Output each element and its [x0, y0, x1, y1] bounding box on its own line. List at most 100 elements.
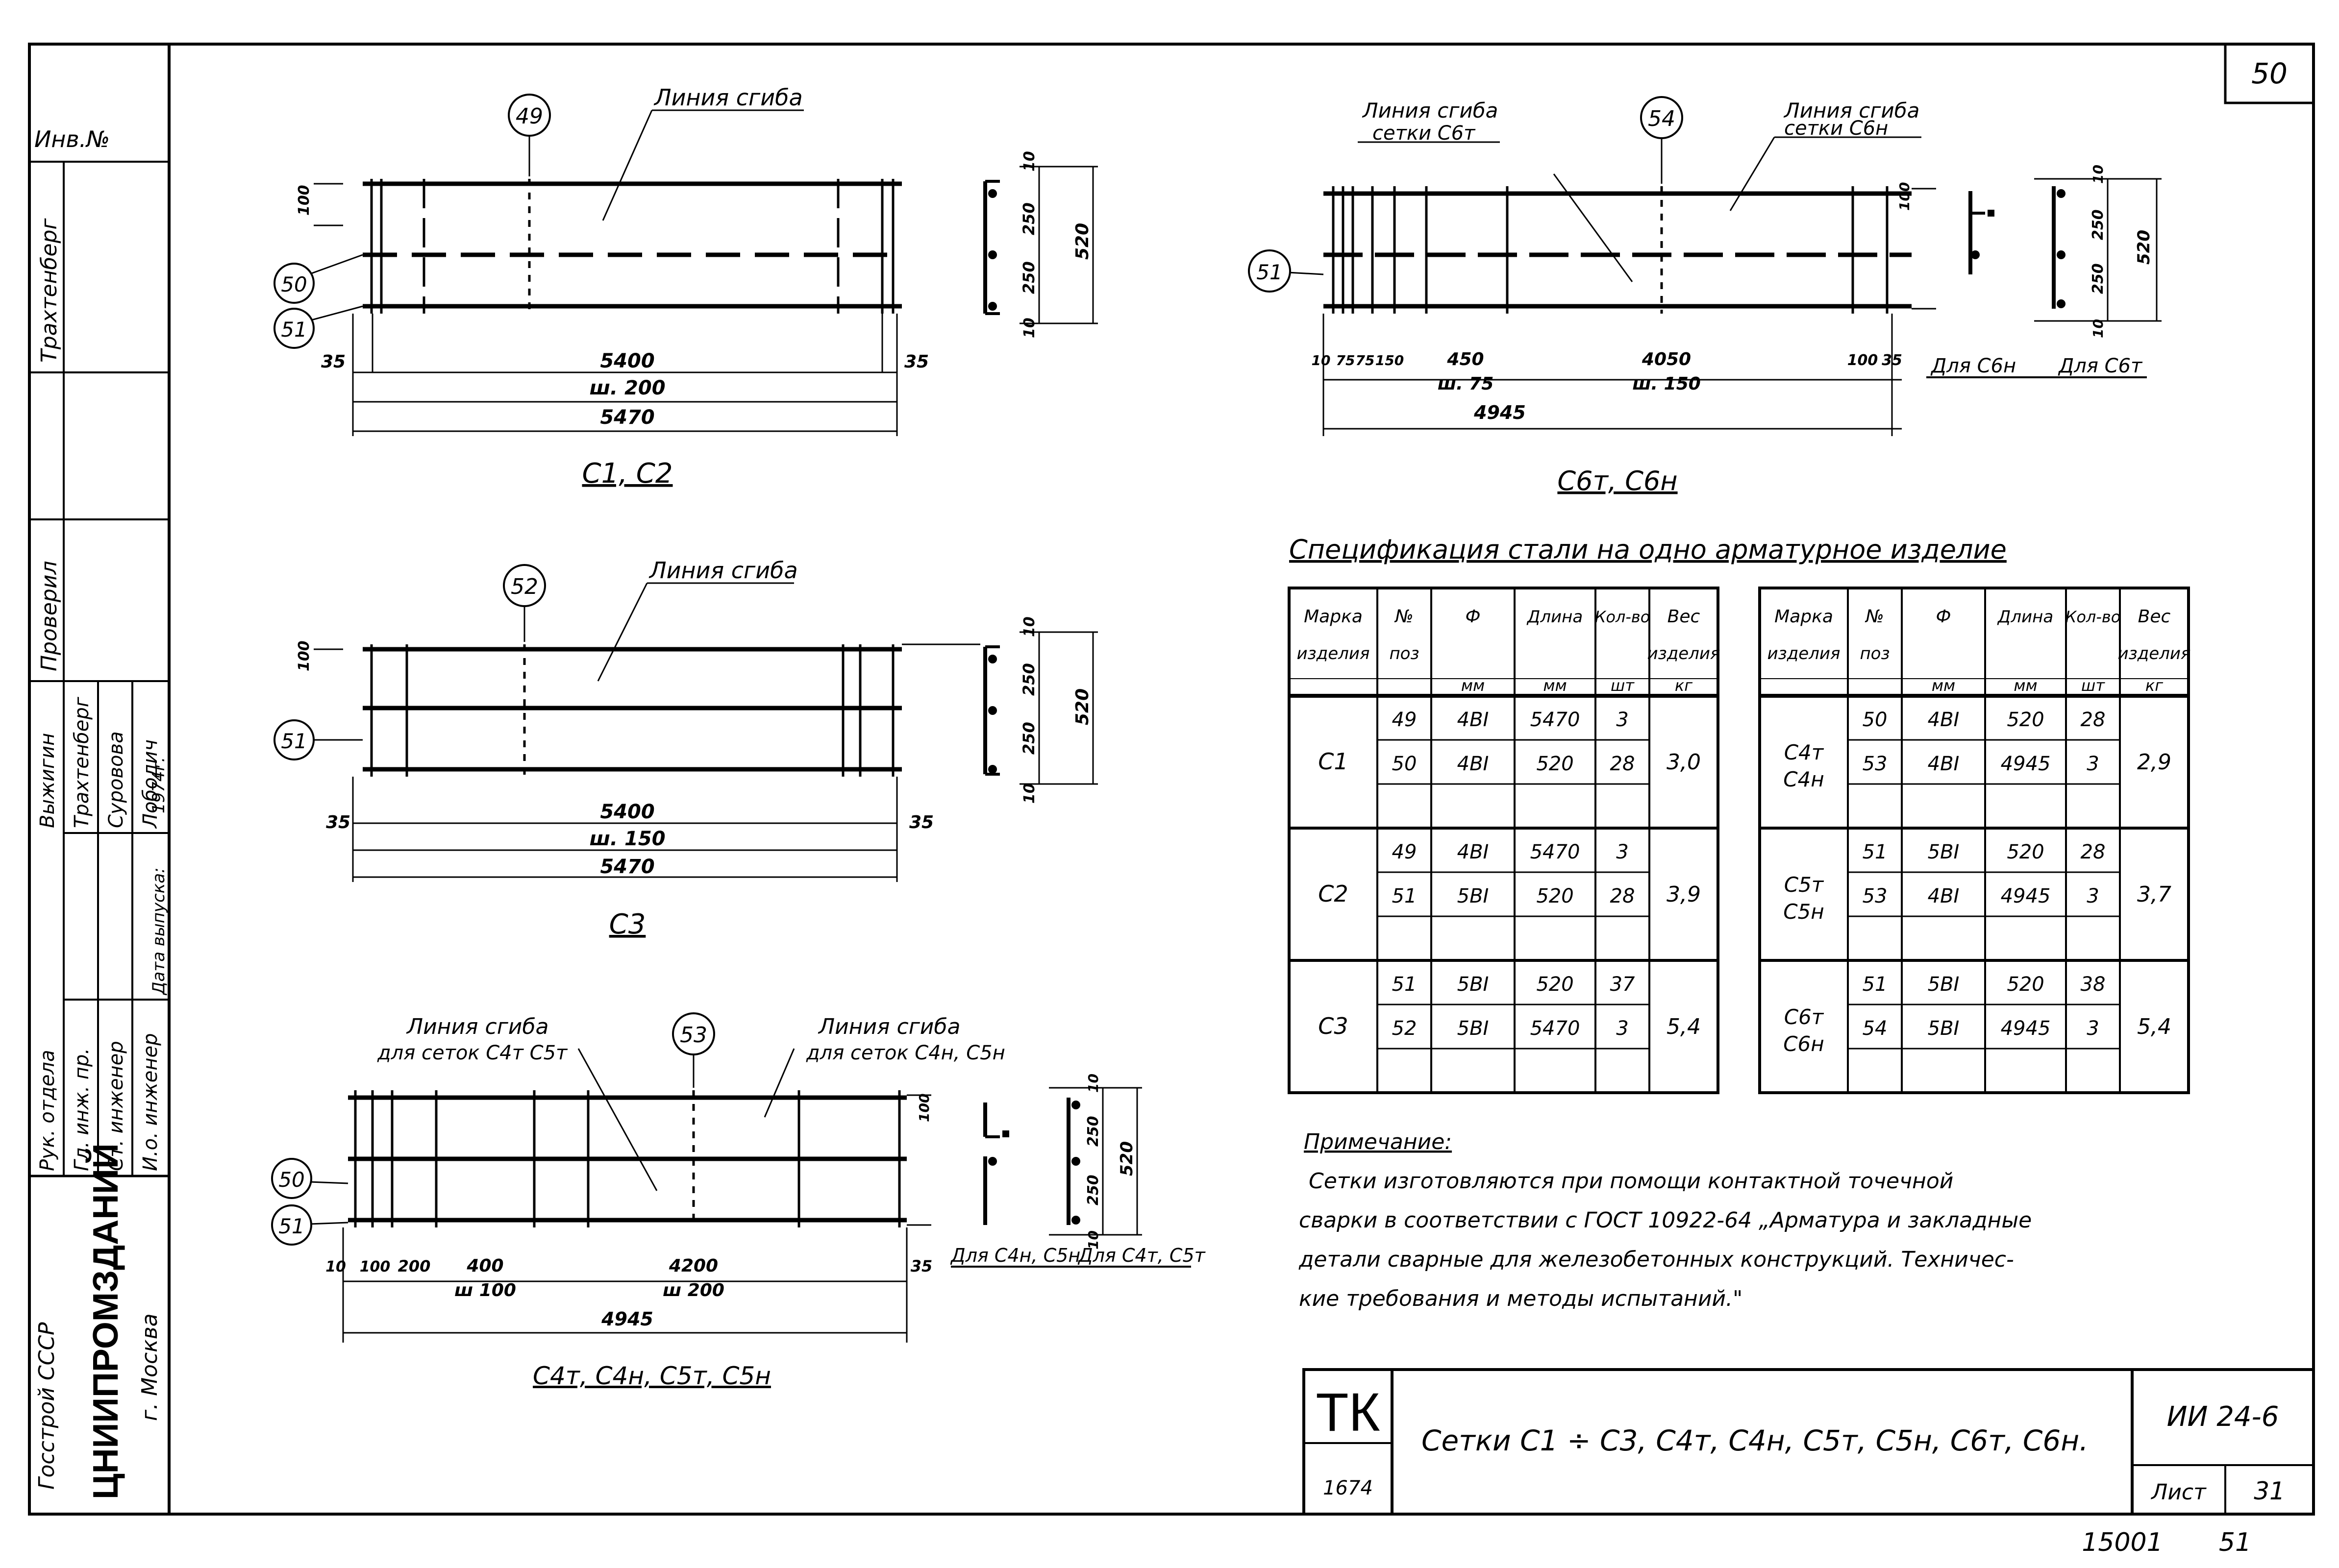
spec-right-weight-2: 5,4 [2137, 1014, 2171, 1039]
bend-line-b2: для сеток С4н, С5н [806, 1042, 1005, 1064]
dim-4945-c4: 4945 [601, 1308, 653, 1330]
spec-right-mark-1-b: С5н [1783, 900, 1824, 924]
spec-right-qty-2-0: 38 [2081, 973, 2106, 996]
bottom-number-left: 15001 [2082, 1528, 2163, 1557]
spec-right-hdr-weight-2: изделия [2118, 644, 2191, 663]
dim-5470-c3: 5470 [600, 856, 654, 878]
role-4: И.о. инженер [139, 1033, 162, 1171]
spec-right-mark-0-b: С4н [1783, 767, 1824, 791]
section-c-c4: 250 [1085, 1175, 1102, 1205]
spec-left-hdr-qty-unit: шт [1611, 676, 1635, 695]
org-institute: ЦНИИПРОМЗДАНИЙ [85, 1143, 125, 1499]
bend-line-a-c6: Линия сгиба [1362, 98, 1498, 122]
dim-4200-c4: 4200 [669, 1256, 718, 1276]
spec-left-hdr-dia: Ф [1466, 607, 1481, 627]
sheet-title: Сетки С1 ÷ С3, С4т, С4н, С5т, С5н, С6т, … [1421, 1424, 2089, 1457]
spec-left-qty-2-1: 3 [1616, 1017, 1628, 1040]
spec-right-dia-2-1: 5ВI [1928, 1017, 1960, 1040]
spec-left-dia-0-0: 4ВI [1457, 709, 1489, 731]
dim-450-c6: 450 [1446, 349, 1484, 369]
bend-line-a2: для сеток С4т С5т [377, 1042, 568, 1064]
spec-left-qty-0-0: 3 [1616, 709, 1628, 731]
dim-10-c4: 10 [325, 1258, 346, 1275]
pos-51-c6: 51 [1256, 260, 1282, 284]
bend-line-label-c3: Линия сгиба [648, 557, 798, 584]
section-d-c4: 10 [1085, 1230, 1101, 1250]
spec-left-qty-2-0: 37 [1610, 973, 1635, 996]
dim-5400-c3: 5400 [600, 801, 654, 823]
drawing-c4-c5: 53 50 51 Линия сгиба для сеток С4т С5т Л… [271, 1012, 1206, 1390]
section-total-c4: 520 [1117, 1141, 1137, 1176]
spec-right-qty-1-1: 3 [2087, 885, 2099, 907]
dim-4050-c6: 4050 [1642, 349, 1691, 369]
dim-edge-c4: 100 [916, 1094, 932, 1122]
section-label-b-c4: Для С4т, С5т [1077, 1245, 1206, 1266]
spec-left-len-2-1: 5470 [1530, 1017, 1580, 1040]
note-line-3: детали сварные для железобетонных констр… [1298, 1247, 2014, 1272]
bend-line-b-c6: Линия сгиба [1783, 98, 1919, 122]
pos-49: 49 [516, 104, 543, 129]
note-line-1: Сетки изготовляются при помощи контактно… [1309, 1169, 1953, 1194]
sheet-label: Лист [2150, 1480, 2207, 1505]
sidebar [29, 161, 169, 1176]
dim-150-c6: 150 [1375, 352, 1404, 368]
pos-51-marker [274, 308, 315, 349]
dim-pitch-a-c6: ш. 75 [1438, 374, 1494, 394]
spec-left-hdr-len: Длина [1526, 607, 1583, 627]
name-2: Трахтенберг [71, 696, 93, 828]
sheet-number: 31 [2254, 1477, 2285, 1505]
bend-line-label: Линия сгиба [653, 84, 803, 111]
dim-pitch-c3: ш. 150 [589, 828, 665, 850]
section-label-a-c6: Для С6н [1930, 355, 2016, 377]
spec-left-dia-1-1: 5ВI [1457, 885, 1489, 907]
spec-right-qty-2-1: 3 [2087, 1017, 2099, 1040]
spec-left-hdr-len-unit: мм [1543, 676, 1567, 695]
section-b-c6: 250 [2090, 209, 2107, 240]
note-line-2: сварки в соответствии с ГОСТ 10922-64 „А… [1299, 1208, 2032, 1233]
name-1: Выжигин [36, 733, 59, 828]
pos-54: 54 [1648, 106, 1675, 131]
spec-right-pos-1-1: 53 [1863, 885, 1888, 907]
spec-right-pos-2-1: 54 [1863, 1017, 1888, 1040]
inv-label: Инв.№ [34, 126, 110, 152]
pos-52: 52 [511, 574, 538, 599]
spec-left-pos-1-0: 49 [1392, 841, 1417, 863]
spec-left-mark-0: С1 [1318, 748, 1348, 775]
drawing-c6: 54 51 Линия сгиба сетки С6т Линия сгиба … [1248, 96, 2162, 496]
spec-right-hdr-len-unit: мм [2014, 676, 2037, 695]
dim-35-c6: 35 [1882, 352, 1902, 369]
spec-right-pos-2-0: 51 [1863, 973, 1888, 996]
spec-left-hdr-weight-2: изделия [1647, 644, 1720, 663]
dim-4945-c6: 4945 [1473, 402, 1526, 423]
spec-left-dia-2-1: 5ВI [1457, 1017, 1489, 1040]
dim-35-c4: 35 [911, 1257, 933, 1275]
spec-left-hdr-mark-2: изделия [1297, 644, 1370, 663]
spec-right-len-1-1: 4945 [2001, 885, 2051, 907]
spec-right-pos-1-0: 51 [1863, 841, 1888, 863]
spec-title: Спецификация стали на одно арматурное из… [1289, 534, 2007, 565]
section-c-c3: 250 [1020, 722, 1038, 755]
dim-5400: 5400 [600, 350, 654, 372]
pos-53-marker [672, 1012, 715, 1055]
bend-line-a: Линия сгиба [406, 1014, 549, 1039]
spec-right-hdr-dia-unit: мм [1932, 676, 1955, 695]
dim-5470: 5470 [600, 406, 654, 429]
dim-75b-c6: 75 [1356, 352, 1375, 368]
spec-right-hdr-qty-unit: шт [2081, 676, 2105, 695]
release-year: 1974г. [149, 757, 169, 813]
pos-51-c3: 51 [281, 729, 307, 753]
spec-left-dia-1-0: 4ВI [1457, 841, 1489, 863]
spec-right-dia-1-0: 5ВI [1928, 841, 1960, 863]
name-3: Суровова [105, 731, 127, 828]
dim-100-c4: 100 [360, 1258, 391, 1275]
spec-left-hdr-dia-unit: мм [1461, 676, 1485, 695]
dim-75a-c6: 75 [1336, 352, 1355, 368]
drawing-title-c1c2: С1, С2 [582, 458, 672, 490]
spec-left-len-1-0: 5470 [1530, 841, 1580, 863]
spec-right-hdr-mark-2: изделия [1767, 644, 1841, 663]
spec-left-pos-2-0: 51 [1392, 973, 1417, 996]
note-title: Примечание: [1304, 1129, 1452, 1154]
spec-left-len-2-0: 520 [1536, 973, 1573, 996]
spec-right-qty-0-1: 3 [2087, 753, 2099, 775]
bend-line-a2-c6: сетки С6т [1372, 122, 1476, 145]
